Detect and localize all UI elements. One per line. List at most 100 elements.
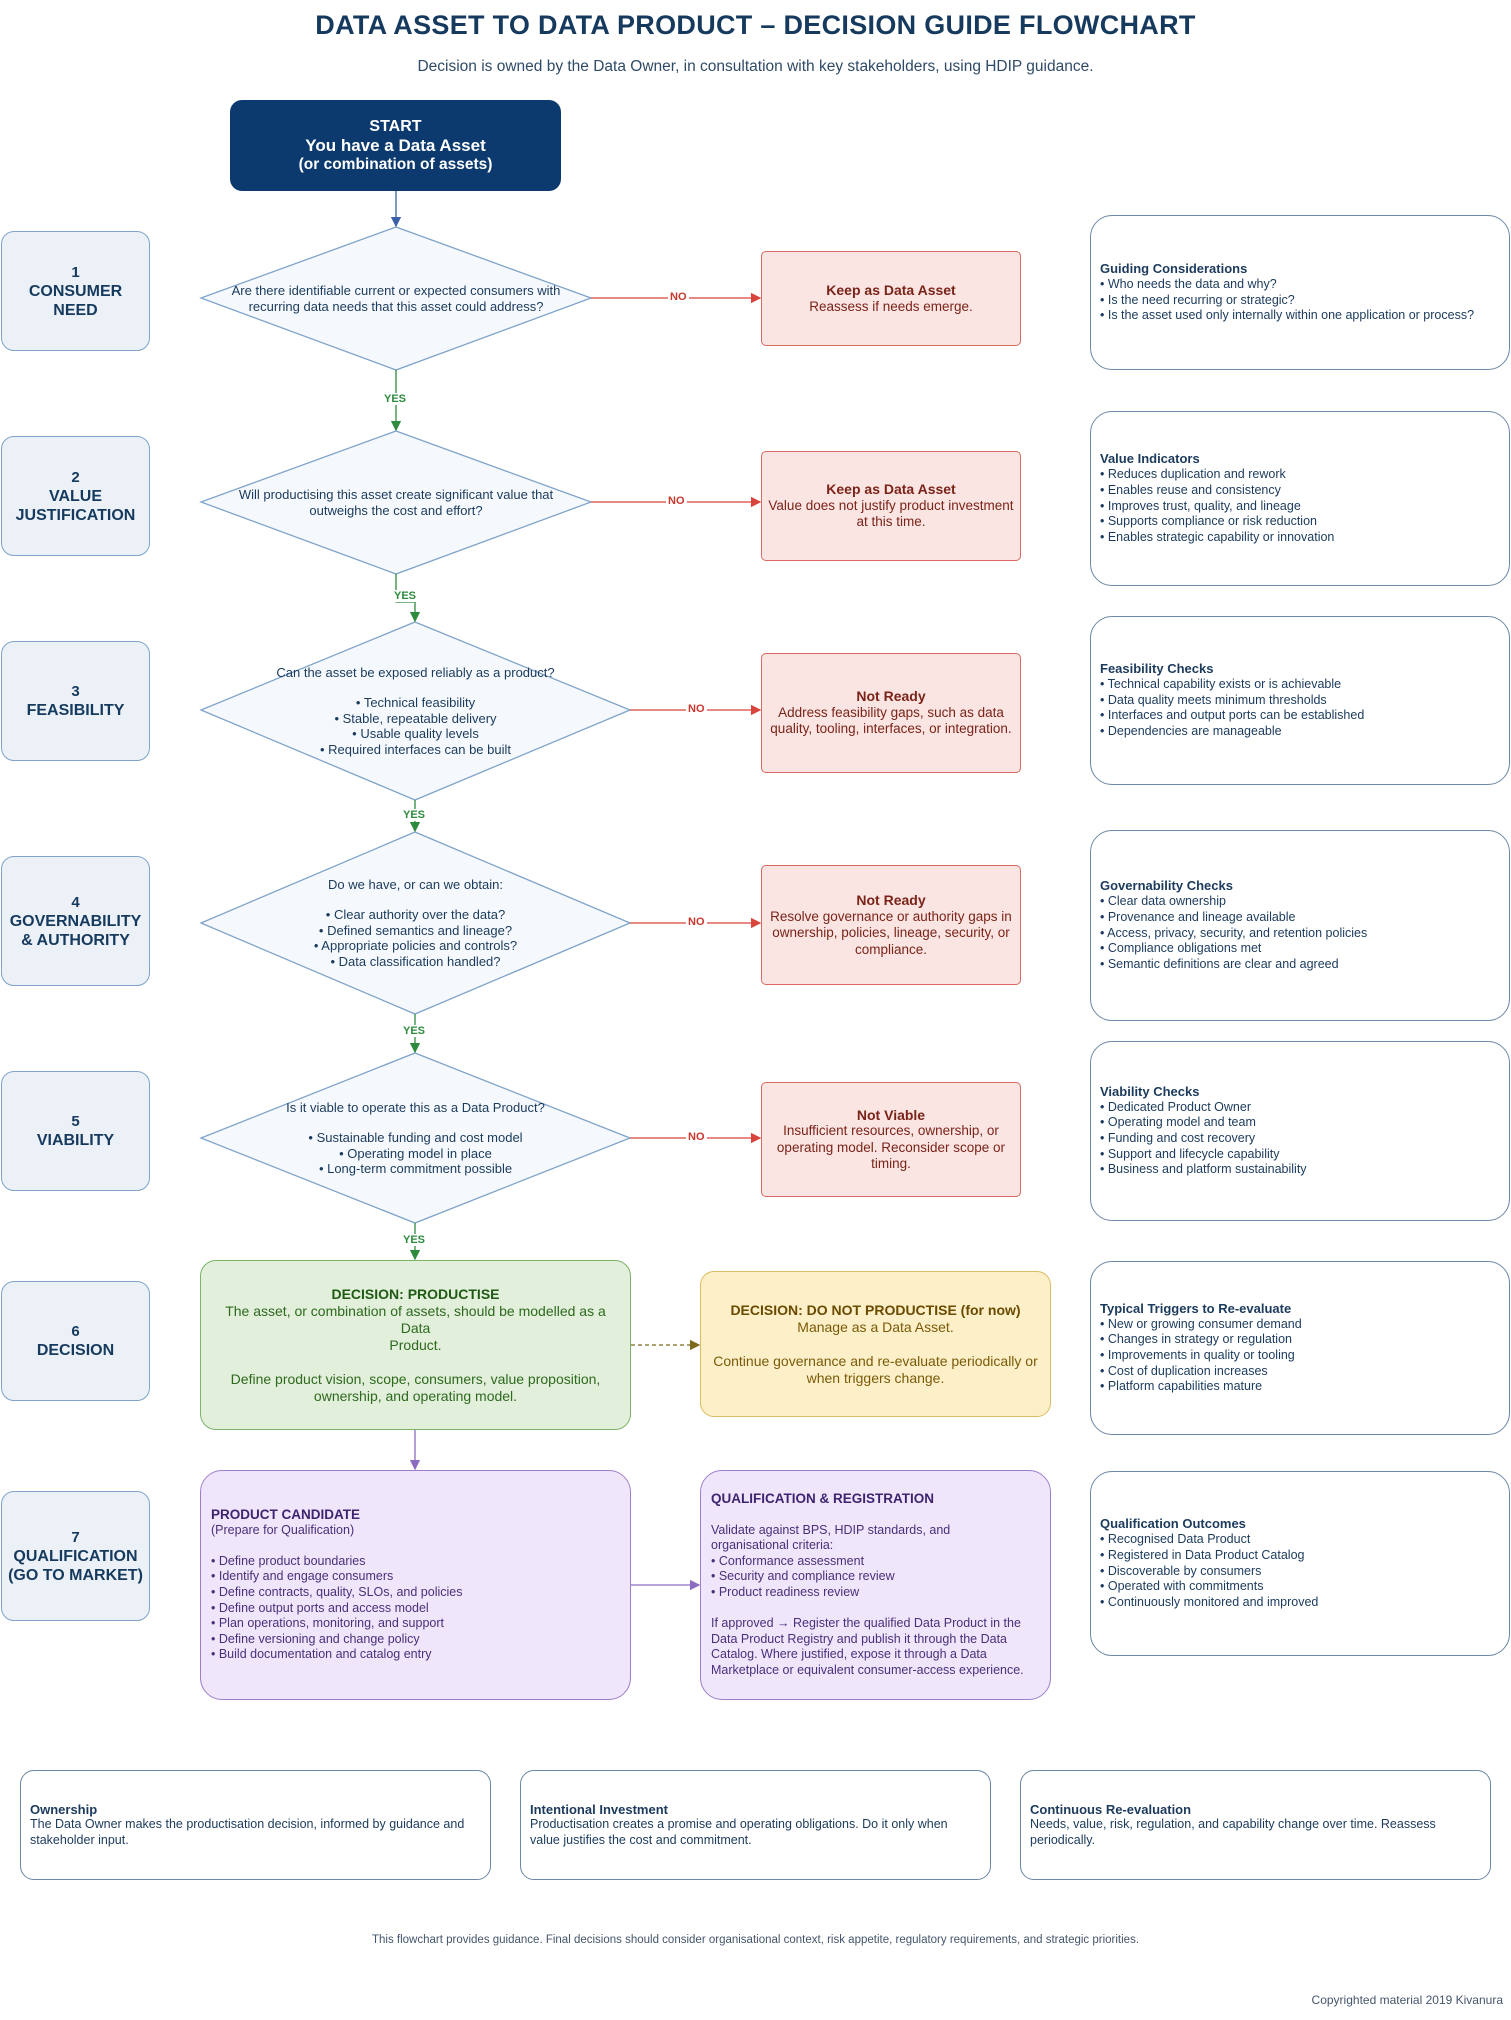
footer-disclaimer: This flowchart provides guidance. Final … [371, 1934, 1140, 1946]
panel-qualification-outcomes: Qualification Outcomes • Recognised Data… [1090, 1471, 1510, 1656]
panel-title: Feasibility Checks [1100, 661, 1214, 677]
panel-value-indicators: Value Indicators • Reduces duplication a… [1090, 411, 1510, 586]
decision-line: Continue governance and re-evaluate peri… [713, 1352, 1038, 1369]
step-title: & AUTHORITY [21, 931, 130, 949]
outcome-title: Not Ready [856, 688, 926, 705]
outcome-title: Not Ready [856, 892, 926, 908]
question-line: • Clear authority over the data? [325, 907, 506, 923]
panel-item: • Funding and cost recovery [1100, 1131, 1256, 1145]
qualification-line: Marketplace or equivalent consumer-acces… [711, 1662, 1024, 1677]
step-number: 5 [71, 1113, 80, 1130]
panel-item: • Interfaces and output ports can be est… [1100, 708, 1365, 723]
question-line: • Usable quality levels [352, 726, 479, 742]
step-title: VIABILITY [36, 1132, 115, 1149]
no-label-2: NO [666, 495, 687, 507]
copyright-notice: Copyrighted material 2019 Kivanura [1311, 1993, 1503, 2007]
question-3-text: Can the asset be exposed reliably as a p… [201, 622, 630, 800]
panel-item: • Support and lifecycle capability [1100, 1146, 1280, 1161]
panel-item: • Clear data ownership [1100, 894, 1226, 909]
panel-item: • Improvements in quality or tooling [1100, 1348, 1295, 1362]
step-number: 6 [71, 1323, 80, 1340]
step-7-qualification: 7 QUALIFICATION (GO TO MARKET) [1, 1491, 150, 1621]
question-line: Are there identifiable current or expect… [231, 283, 561, 298]
panel-title: Qualification Outcomes [1100, 1516, 1246, 1532]
step-3-feasibility: 3 FEASIBILITY [1, 641, 150, 761]
panel-item: • Improves trust, quality, and lineage [1100, 498, 1301, 513]
outcome-not-ready-feasibility: Not Ready Address feasibility gaps, such… [761, 653, 1021, 773]
panel-title: Typical Triggers to Re-evaluate [1100, 1300, 1292, 1316]
panel-item: • Registered in Data Product Catalog [1100, 1547, 1305, 1562]
decision-title: DECISION: PRODUCTISE [331, 1285, 500, 1302]
panel-feasibility-checks: Feasibility Checks • Technical capabilit… [1090, 616, 1510, 785]
outcome-line: Resolve governance or authority gaps in [770, 908, 1012, 924]
question-5-text: Is it viable to operate this as a Data P… [201, 1053, 630, 1223]
decision-line: when triggers change. [806, 1369, 945, 1386]
outcome-keep-asset-2: Keep as Data Asset Value does not justif… [761, 451, 1021, 561]
outcome-line: at this time. [856, 514, 926, 530]
decision-line: Product. [389, 1336, 442, 1353]
candidate-line: • Plan operations, monitoring, and suppo… [211, 1616, 444, 1631]
step-title: (GO TO MARKET) [8, 1566, 143, 1584]
panel-item: • Data quality meets minimum thresholds [1100, 692, 1327, 707]
principle-line: Productisation creates a promise and ope… [530, 1817, 948, 1832]
question-2-text: Will productising this asset create sign… [201, 431, 591, 574]
no-label-1: NO [668, 291, 689, 303]
step-5-viability: 5 VIABILITY [1, 1071, 150, 1191]
question-line: Is it viable to operate this as a Data P… [286, 1099, 545, 1115]
principle-line: stakeholder input. [30, 1832, 129, 1847]
step-number: 4 [71, 893, 80, 911]
step-1-consumer-need: 1 CONSUMER NEED [1, 231, 150, 351]
panel-title: Governability Checks [1100, 878, 1233, 894]
outcome-line: Address feasibility gaps, such as data [778, 704, 1004, 720]
outcome-line: Insufficient resources, ownership, or [783, 1123, 999, 1138]
panel-item: • Dedicated Product Owner [1100, 1099, 1251, 1114]
panel-governability-checks: Governability Checks • Clear data owners… [1090, 830, 1510, 1021]
outcome-title: Keep as Data Asset [826, 282, 956, 298]
panel-item: • Business and platform sustainability [1100, 1162, 1307, 1177]
principle-title: Continuous Re-evaluation [1030, 1801, 1192, 1817]
qualification-spacer [711, 1601, 1040, 1617]
question-line: Can the asset be exposed reliably as a p… [276, 664, 555, 680]
principle-line: Needs, value, risk, regulation, and capa… [1030, 1817, 1436, 1832]
candidate-line: • Define contracts, quality, SLOs, and p… [211, 1585, 463, 1599]
panel-item: • Operated with commitments [1100, 1579, 1264, 1594]
panel-item: • Cost of duplication increases [1100, 1363, 1268, 1378]
panel-item: • Supports compliance or risk reduction [1100, 514, 1317, 529]
panel-item: • New or growing consumer demand [1100, 1316, 1302, 1331]
panel-item: • Changes in strategy or regulation [1100, 1332, 1292, 1347]
decision-line: The asset, or combination of assets, sho… [225, 1302, 606, 1336]
yes-label-2: YES [394, 590, 417, 602]
panel-reevaluate-triggers: Typical Triggers to Re-evaluate • New or… [1090, 1261, 1510, 1435]
no-label-3: NO [686, 703, 707, 715]
panel-item: • Provenance and lineage available [1100, 909, 1296, 924]
decision-line: Manage as a Data Asset. [797, 1318, 954, 1335]
outcome-line: operating model. Reconsider scope or [776, 1139, 1006, 1155]
outcome-title: Not Viable [856, 1106, 926, 1123]
step-2-value-justification: 2 VALUE JUSTIFICATION [1, 436, 150, 556]
start-heading: You have a Data Asset [305, 135, 486, 155]
principle-continuous-reevaluation: Continuous Re-evaluation Needs, value, r… [1020, 1770, 1491, 1880]
qualification-line: Validate against BPS, HDIP standards, an… [711, 1522, 951, 1537]
panel-title: Guiding Considerations [1100, 261, 1248, 277]
panel-guiding-considerations: Guiding Considerations • Who needs the d… [1090, 215, 1510, 370]
panel-item: • Dependencies are manageable [1100, 724, 1282, 739]
qualification-line: Data Product Registry and publish it thr… [711, 1631, 1008, 1646]
outcome-line: ownership, policies, lineage, security, … [772, 925, 1010, 940]
candidate-line: (Prepare for Qualification) [211, 1522, 355, 1537]
step-number: 7 [71, 1528, 80, 1546]
candidate-line: • Build documentation and catalog entry [211, 1647, 432, 1662]
principle-intentional-investment: Intentional Investment Productisation cr… [520, 1770, 991, 1880]
step-title: JUSTIFICATION [15, 506, 136, 524]
question-line: outweighs the cost and effort? [309, 502, 483, 518]
principle-line: The Data Owner makes the productisation … [30, 1817, 465, 1832]
panel-item: • Reduces duplication and rework [1100, 467, 1286, 482]
panel-item: • Is the asset used only internally with… [1100, 308, 1475, 323]
principle-ownership: Ownership The Data Owner makes the produ… [20, 1770, 491, 1880]
question-line: Do we have, or can we obtain: [328, 876, 503, 892]
arrow-q2-yes [395, 574, 421, 623]
page-subtitle: Decision is owned by the Data Owner, in … [417, 58, 1094, 75]
panel-item: • Discoverable by consumers [1100, 1563, 1262, 1578]
panel-item: • Continuously monitored and improved [1100, 1594, 1319, 1609]
decision-do-not-productise: DECISION: DO NOT PRODUCTISE (for now) Ma… [700, 1271, 1051, 1417]
question-line: • Sustainable funding and cost model [308, 1130, 523, 1145]
